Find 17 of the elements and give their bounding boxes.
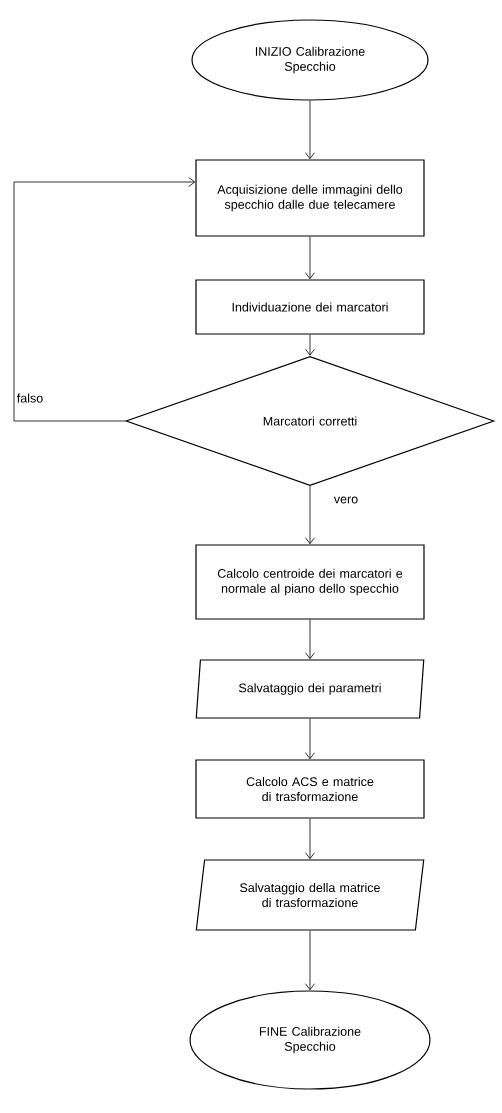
arrow bbox=[305, 930, 315, 991]
data-parallelogram: Salvataggio della matrice di trasformazione bbox=[195, 859, 425, 931]
arrow bbox=[305, 818, 315, 860]
process-box: Calcolo ACS e matrice di trasformazione bbox=[195, 759, 425, 819]
arrow bbox=[305, 236, 315, 280]
process-box: Calcolo centroide dei marcatori e normale al piano dello specchio bbox=[195, 544, 425, 620]
arrow bbox=[305, 100, 315, 160]
arrow bbox=[305, 485, 315, 545]
arrow bbox=[13, 177, 196, 422]
edge-label: vero bbox=[332, 495, 360, 505]
arrow bbox=[305, 334, 315, 356]
process-box: Individuazione dei marcatori bbox=[195, 279, 425, 335]
arrow bbox=[305, 718, 315, 760]
edge-label: falso bbox=[15, 392, 45, 404]
process-box: Acquisizione delle immagini dello specchio dalle due telecamere bbox=[195, 159, 425, 237]
data-parallelogram: Salvataggio dei parametri bbox=[195, 659, 425, 719]
arrow bbox=[305, 619, 315, 660]
